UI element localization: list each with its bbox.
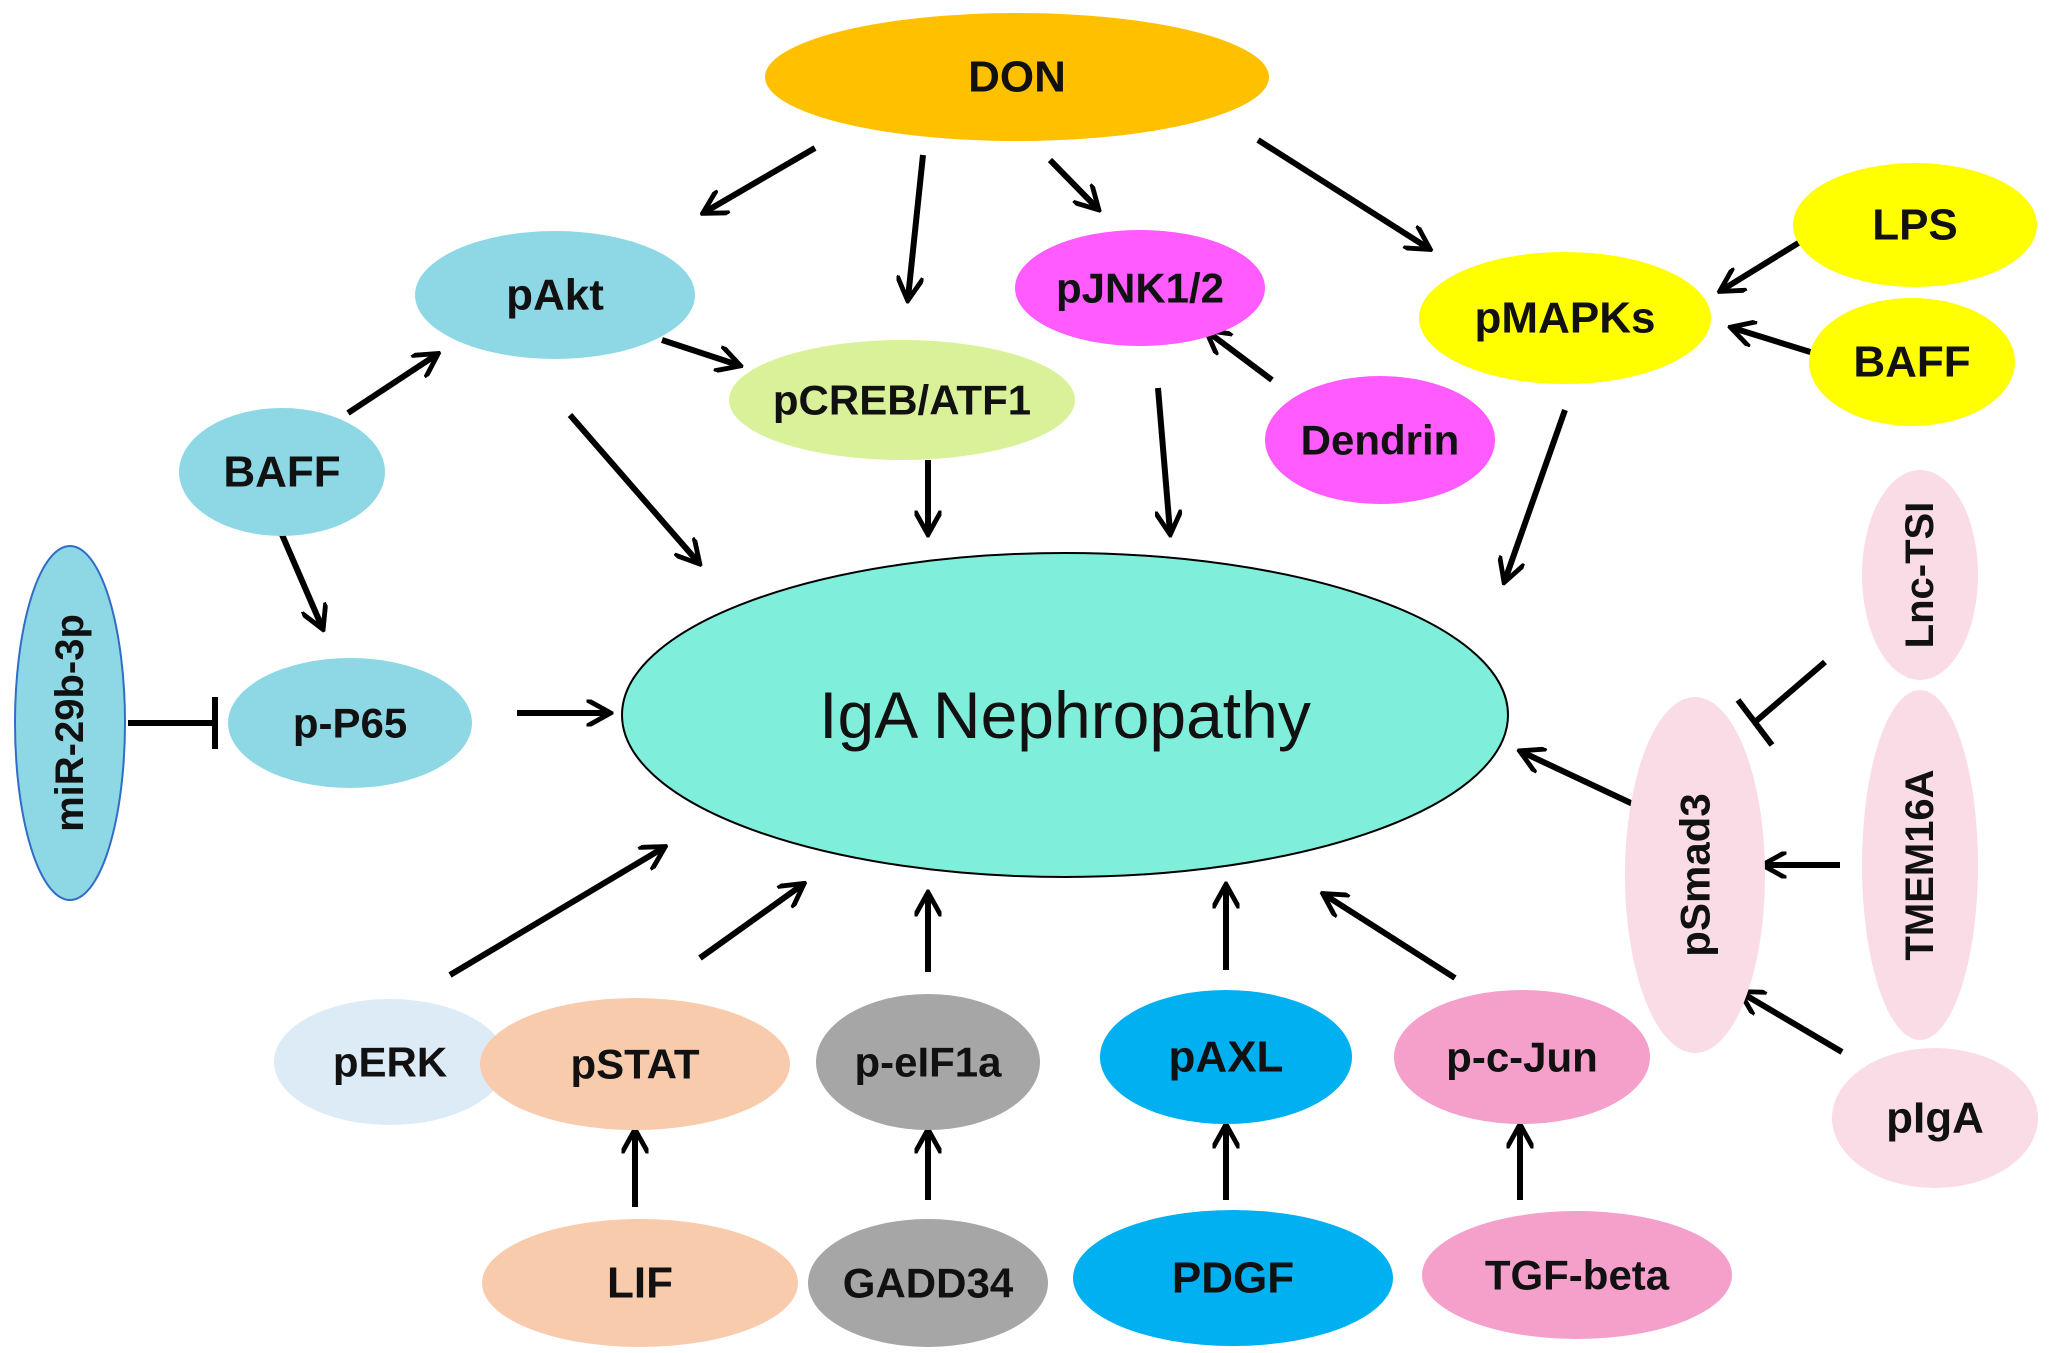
- node-pmapks: pMAPKs: [1419, 252, 1711, 384]
- node-tgf-beta: TGF-beta: [1422, 1211, 1732, 1339]
- node-p-c-jun: p-c-Jun: [1394, 990, 1650, 1124]
- node-pstat: pSTAT: [480, 998, 790, 1130]
- edge-don-pjnk: [1047, 157, 1097, 208]
- edge-dendrin-pjnk: [1208, 332, 1274, 383]
- node-layer: DON pAkt pCREB/ATF1 pJNK1/2 pMAPKs LPS B…: [14, 13, 2038, 1347]
- node-lif: LIF: [482, 1219, 798, 1347]
- edge-perk-iga: [448, 848, 663, 978]
- edge-pstat-iga: [698, 885, 802, 961]
- node-baff-left: BAFF: [179, 408, 385, 536]
- edge-layer: [128, 137, 1844, 1207]
- edge-lnc-psmad3: [1735, 659, 1827, 747]
- edge-psmad3-iga: [1522, 752, 1637, 808]
- edge-pakt-pcreb: [661, 337, 738, 365]
- node-pjnk: pJNK1/2: [1015, 230, 1265, 346]
- node-piga: pIgA: [1832, 1048, 2038, 1188]
- svg-text:pAXL: pAXL: [1169, 1033, 1284, 1082]
- node-gadd34: GADD34: [808, 1219, 1048, 1347]
- svg-text:pAkt: pAkt: [506, 271, 604, 320]
- svg-text:p-c-Jun: p-c-Jun: [1446, 1034, 1598, 1081]
- svg-text:TMEM16A: TMEM16A: [1898, 769, 1942, 960]
- edge-mir-pp65: [128, 697, 218, 749]
- svg-text:pSTAT: pSTAT: [570, 1041, 699, 1088]
- edge-don-pakt: [705, 145, 817, 212]
- node-mir-29b-3p: miR-29b-3p: [14, 545, 126, 901]
- node-p-p65: p-P65: [228, 658, 472, 788]
- svg-text:Dendrin: Dendrin: [1301, 417, 1460, 464]
- svg-text:Lnc-TSI: Lnc-TSI: [1898, 502, 1942, 649]
- node-p-eif1a: p-eIF1a: [816, 994, 1040, 1130]
- node-don: DON: [765, 13, 1269, 141]
- svg-text:LPS: LPS: [1872, 201, 1958, 250]
- node-pdgf: PDGF: [1073, 1210, 1393, 1346]
- svg-text:IgA Nephropathy: IgA Nephropathy: [819, 678, 1311, 752]
- svg-text:p-eIF1a: p-eIF1a: [854, 1039, 1002, 1086]
- node-paxl: pAXL: [1100, 990, 1352, 1124]
- svg-text:p-P65: p-P65: [293, 700, 407, 747]
- svg-text:miR-29b-3p: miR-29b-3p: [48, 614, 92, 832]
- edge-lps-pmapks: [1722, 239, 1802, 290]
- node-lps: LPS: [1793, 163, 2037, 287]
- node-perk: pERK: [274, 999, 506, 1125]
- node-pakt: pAkt: [415, 231, 695, 359]
- edge-pmapks-iga: [1505, 409, 1568, 580]
- svg-text:pIgA: pIgA: [1886, 1094, 1984, 1143]
- node-lnc-tsi: Lnc-TSI: [1862, 470, 1978, 680]
- svg-text:BAFF: BAFF: [223, 448, 340, 497]
- svg-text:BAFF: BAFF: [1853, 338, 1970, 387]
- edge-don-pmapks: [1256, 137, 1428, 248]
- node-baff-right: BAFF: [1809, 298, 2015, 426]
- svg-text:LIF: LIF: [607, 1259, 673, 1308]
- node-tmem16a: TMEM16A: [1862, 690, 1978, 1040]
- edge-pjnk-iga: [1158, 387, 1170, 532]
- node-iga-nephropathy: IgA Nephropathy: [621, 552, 1509, 878]
- edge-baffl-pp65: [277, 528, 322, 627]
- svg-text:pSmad3: pSmad3: [1672, 793, 1719, 956]
- svg-text:TGF-beta: TGF-beta: [1485, 1252, 1670, 1299]
- edge-pakt-iga: [567, 413, 698, 562]
- node-psmad3: pSmad3: [1625, 697, 1765, 1053]
- node-pcreb: pCREB/ATF1: [729, 340, 1075, 460]
- edge-pcjun-iga: [1325, 895, 1457, 981]
- svg-text:PDGF: PDGF: [1172, 1254, 1294, 1303]
- node-dendrin: Dendrin: [1265, 376, 1495, 504]
- edge-baffr-pmapks: [1733, 328, 1821, 358]
- svg-text:pCREB/ATF1: pCREB/ATF1: [773, 377, 1031, 424]
- edge-baffl-pakt: [346, 355, 436, 416]
- edge-don-pcreb: [908, 154, 926, 298]
- svg-text:DON: DON: [968, 53, 1066, 102]
- svg-text:pERK: pERK: [333, 1039, 447, 1086]
- svg-text:pJNK1/2: pJNK1/2: [1056, 265, 1224, 312]
- svg-text:GADD34: GADD34: [843, 1260, 1014, 1307]
- edge-piga-psmad3: [1742, 993, 1844, 1055]
- svg-text:pMAPKs: pMAPKs: [1475, 294, 1656, 343]
